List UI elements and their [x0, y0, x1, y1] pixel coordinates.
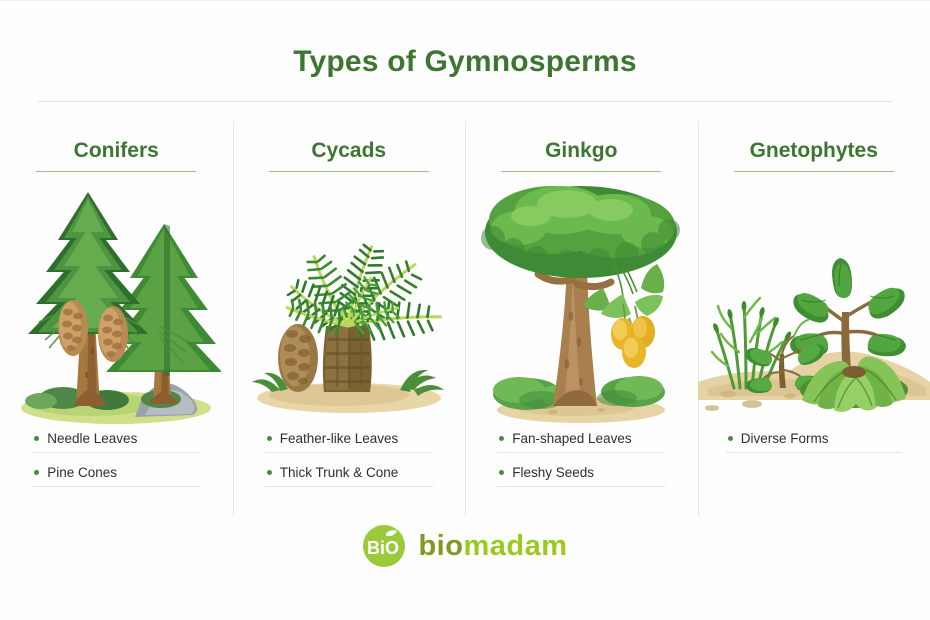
bullet-dot-icon — [727, 436, 733, 441]
list-item: Thick Trunk & Cone — [264, 462, 433, 487]
list-item: Diverse Forms — [725, 428, 902, 453]
bullet-dot-icon — [266, 436, 272, 441]
column-heading-ginkgo: Ginkgo — [545, 139, 618, 162]
brand-word-bio: bio — [418, 529, 464, 562]
list-item-label: Feather-like Leaves — [279, 431, 399, 446]
title-divider — [38, 101, 892, 102]
bullet-dot-icon — [34, 436, 40, 441]
list-item: Pine Cones — [32, 462, 201, 487]
brand-wordmark: biomadam — [418, 529, 568, 562]
cycad-cone — [277, 324, 318, 392]
column-heading-rule — [733, 171, 894, 172]
ginkgo-seeds — [611, 303, 656, 368]
column-cycads: Cycads — [232, 121, 466, 516]
list-item-label: Needle Leaves — [47, 431, 138, 446]
pine-cone — [58, 300, 89, 356]
list-item-label: Diverse Forms — [740, 431, 829, 446]
bullet-list-cycads: Feather-like Leaves Thick Trunk & Cone — [264, 428, 433, 487]
list-item-label: Fleshy Seeds — [512, 465, 595, 480]
column-heading-gnetophytes: Gnetophytes — [749, 139, 878, 162]
brand-logo: BiO biomadam — [0, 524, 930, 568]
list-item-label: Fan-shaped Leaves — [512, 431, 632, 446]
bullet-list-gnetophytes: Diverse Forms — [725, 428, 902, 453]
list-item: Fleshy Seeds — [497, 462, 666, 487]
column-ginkgo: Ginkgo — [465, 121, 698, 516]
illustration-gnetophyte-plants — [697, 176, 930, 426]
svg-text:BiO: BiO — [367, 538, 399, 558]
page-title: Types of Gymnosperms — [293, 45, 637, 78]
column-heading-rule — [36, 171, 197, 172]
column-heading-cycads: Cycads — [311, 139, 387, 162]
bullet-dot-icon — [499, 436, 505, 441]
list-item: Fan-shaped Leaves — [497, 428, 666, 453]
bullet-dot-icon — [266, 470, 272, 475]
illustration-ginkgo-tree — [465, 176, 698, 426]
illustration-conifer-trees — [0, 176, 233, 426]
list-item: Feather-like Leaves — [264, 428, 433, 453]
illustration-cycad-plant — [233, 176, 466, 426]
brand-word-madam: madam — [463, 529, 568, 562]
list-item: Needle Leaves — [32, 428, 201, 453]
bio-circle-icon: BiO — [363, 525, 406, 567]
list-item-label: Thick Trunk & Cone — [279, 465, 399, 480]
gnetum-seedling — [745, 319, 824, 394]
bullet-list-ginkgo: Fan-shaped Leaves Fleshy Seeds — [497, 428, 666, 487]
bullet-dot-icon — [499, 470, 505, 475]
column-heading-rule — [501, 171, 662, 172]
list-item-label: Pine Cones — [47, 465, 118, 480]
pine-cone — [98, 306, 129, 362]
bullet-dot-icon — [34, 470, 40, 475]
column-heading-conifers: Conifers — [73, 139, 159, 162]
gymnosperm-columns: Conifers — [0, 121, 930, 516]
bullet-list-conifers: Needle Leaves Pine Cones — [32, 428, 201, 487]
column-heading-rule — [268, 171, 429, 172]
welwitschia-plant — [799, 356, 908, 412]
column-gnetophytes: Gnetophytes — [697, 121, 930, 516]
column-conifers: Conifers — [0, 121, 233, 516]
gnetum-plant — [789, 258, 906, 386]
